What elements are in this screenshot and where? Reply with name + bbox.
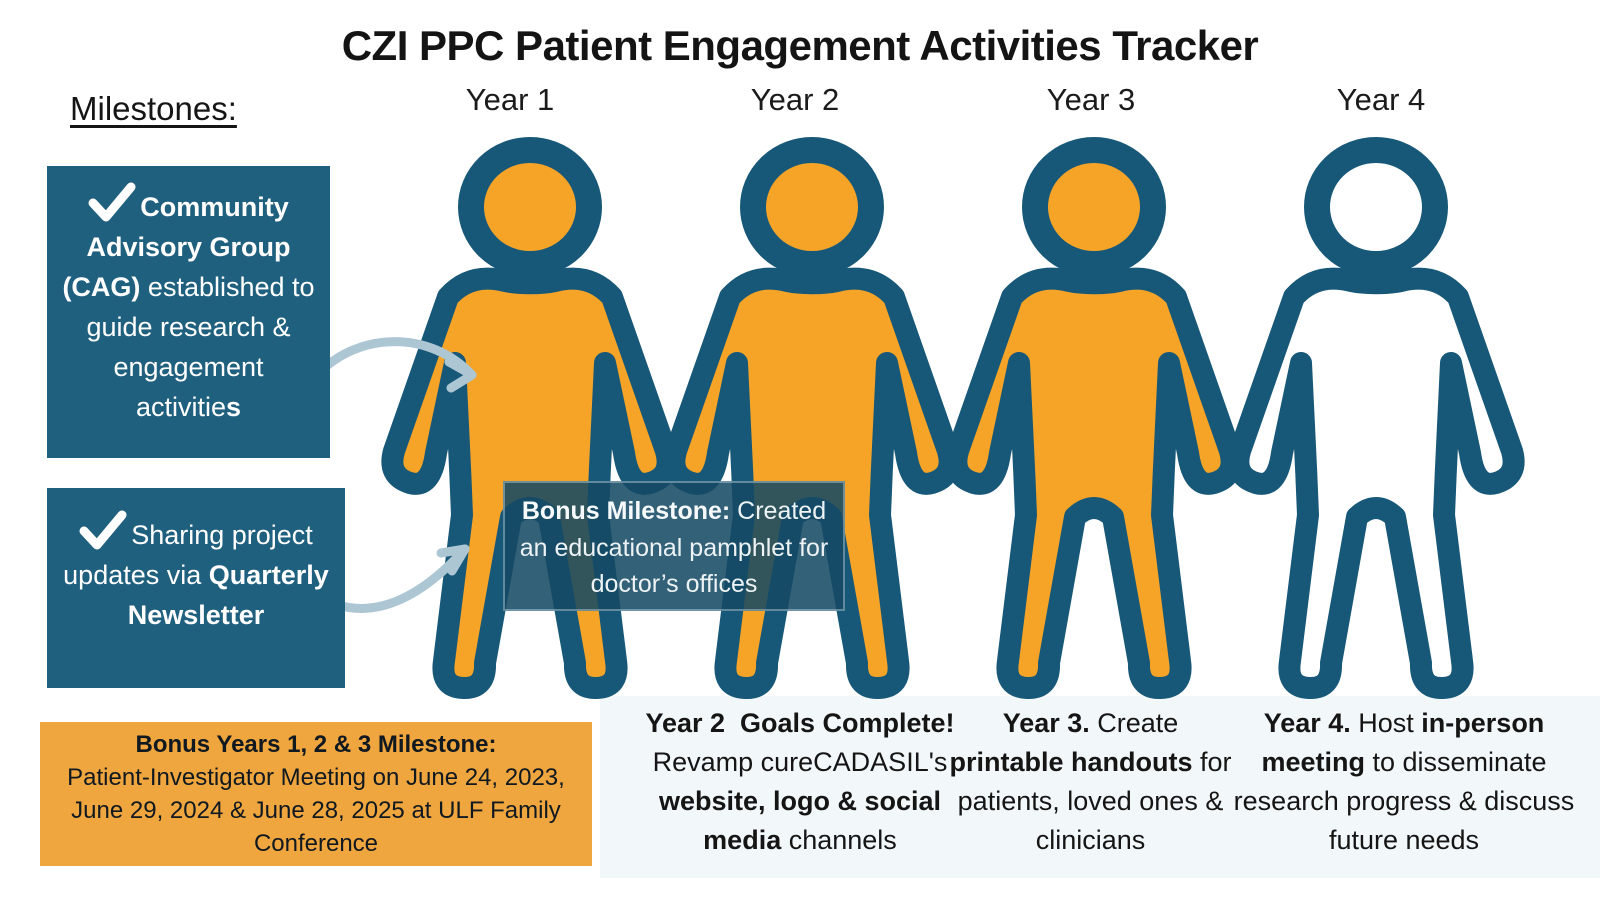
year-2-label: Year 2 (750, 82, 840, 117)
summary-text: printable handouts (949, 747, 1193, 778)
arrow-cag-to-figure-icon (315, 337, 477, 393)
year-3-label: Year 3 (1046, 82, 1136, 117)
bonus-years-body: Patient-Investigator Meeting on June 24,… (67, 764, 565, 858)
year-2-summary: Year 2 Goals Complete! Revamp cureCADASI… (630, 704, 970, 861)
milestone-text: established to guide research & engageme… (86, 271, 315, 422)
bonus-milestone-overlay: Bonus Milestone: Created an educational … (503, 481, 845, 611)
milestone-text: Community Advisory Group (CAG) (62, 192, 291, 302)
summary-text: Revamp cureCADASIL's (652, 747, 948, 778)
milestone-box-newsletter: Sharing project updates via Quarterly Ne… (47, 488, 345, 688)
summary-text: Host (1350, 708, 1422, 738)
milestone-text: Sharing project updates via (63, 520, 313, 590)
summary-text: Year 3. (1002, 708, 1090, 738)
person-figure-year-4 (1238, 150, 1513, 688)
summary-text: to disseminate research progress & discu… (1233, 747, 1575, 856)
bottom-strip (600, 696, 1600, 878)
summary-text: in-person meeting (1261, 708, 1545, 778)
summary-text: Year 2 Goals Complete! (645, 708, 955, 738)
summary-text: Year 4. (1263, 708, 1351, 738)
bonus-years-box: Bonus Years 1, 2 & 3 Milestone: Patient-… (40, 722, 592, 866)
page-title: CZI PPC Patient Engagement Activities Tr… (341, 22, 1259, 69)
year-1-label: Year 1 (465, 82, 555, 117)
year-4-label: Year 4 (1336, 82, 1426, 117)
bonus-years-title: Bonus Years 1, 2 & 3 Milestone: (135, 731, 497, 758)
overlay-text: Created an educational pamphlet for doct… (519, 497, 829, 598)
check-icon (88, 182, 136, 222)
milestones-label: Milestones: (70, 90, 237, 127)
summary-text: channels (781, 825, 897, 856)
summary-text: for patients, loved ones & clinicians (957, 747, 1232, 856)
summary-text: website, logo & social media (658, 786, 942, 856)
overlay-text: Bonus Milestone: (521, 497, 731, 525)
person-figure-year-3 (956, 150, 1231, 688)
year-4-summary: Year 4. Host in-person meeting to dissem… (1228, 704, 1580, 861)
summary-text: Create (1089, 708, 1179, 738)
milestone-box-cag: Community Advisory Group (CAG) establish… (47, 166, 330, 458)
milestone-text: Quarterly Newsletter (127, 559, 329, 630)
year-3-summary: Year 3. Create printable handouts for pa… (948, 704, 1233, 861)
check-icon (79, 510, 127, 550)
milestone-text: s (226, 391, 242, 422)
